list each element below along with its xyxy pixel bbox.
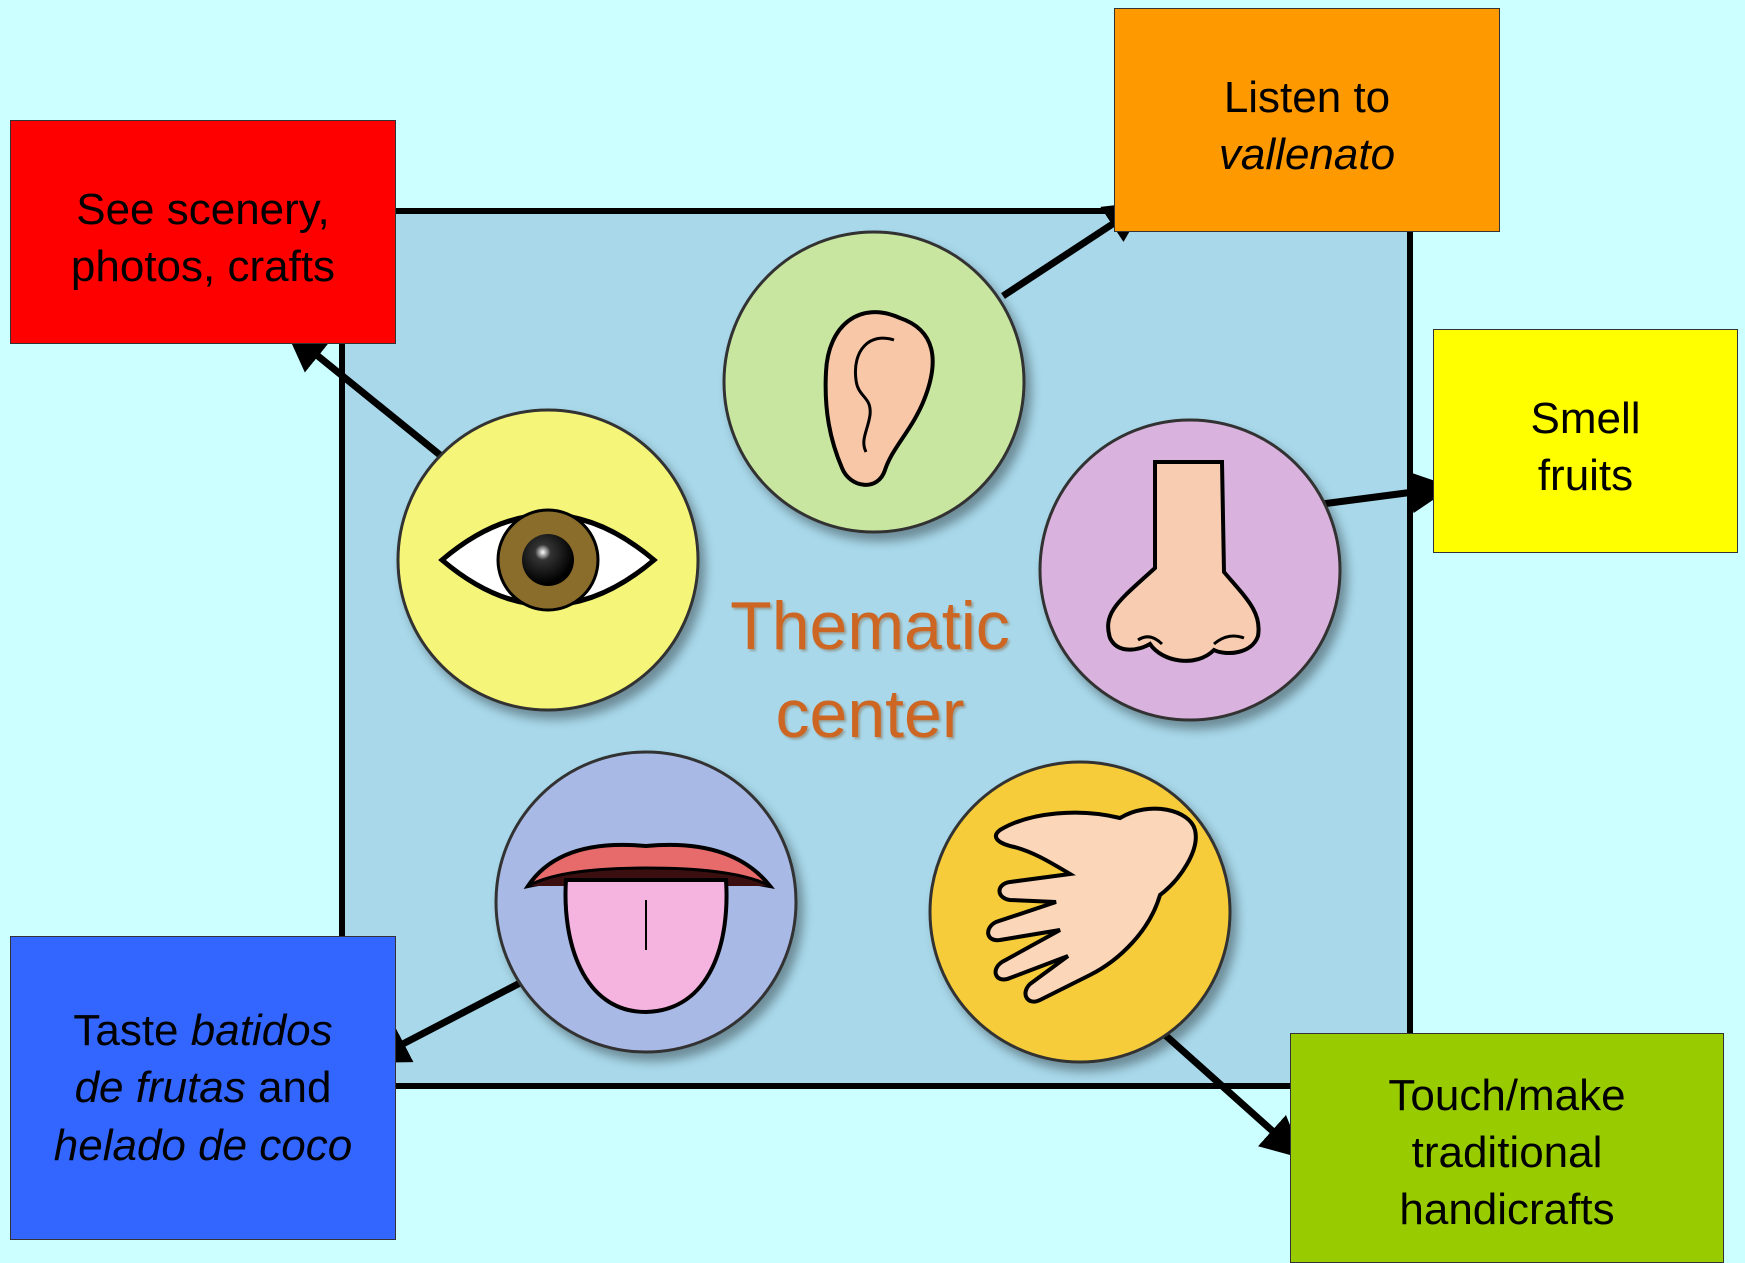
- listen-box: Listen to vallenato: [1114, 8, 1500, 232]
- smell-line2: fruits: [1538, 451, 1633, 500]
- taste-line3-italic: helado de coco: [54, 1121, 352, 1170]
- smell-box: Smell fruits: [1433, 329, 1738, 553]
- see-line2: photos, crafts: [71, 242, 335, 291]
- see-box: See scenery, photos, crafts: [10, 120, 396, 344]
- center-title-line2: center: [776, 676, 965, 752]
- taste-line1-plain: Taste: [73, 1006, 190, 1055]
- touch-line2: traditional: [1412, 1128, 1603, 1177]
- touch-line1: Touch/make: [1388, 1071, 1625, 1120]
- taste-line2-plain: and: [246, 1063, 332, 1112]
- listen-line2: vallenato: [1219, 130, 1395, 179]
- center-title-line1: Thematic: [730, 588, 1010, 664]
- taste-box: Taste batidos de frutas and helado de co…: [10, 936, 396, 1240]
- taste-line1-italic: batidos: [191, 1006, 333, 1055]
- thematic-center-title: Thematic center: [700, 582, 1040, 759]
- touch-line3: handicrafts: [1399, 1185, 1614, 1234]
- see-line1: See scenery,: [76, 185, 330, 234]
- touch-box: Touch/make traditional handicrafts: [1290, 1033, 1724, 1263]
- taste-line2-italic: de frutas: [75, 1063, 246, 1112]
- smell-line1: Smell: [1530, 394, 1640, 443]
- listen-line1: Listen to: [1224, 73, 1390, 122]
